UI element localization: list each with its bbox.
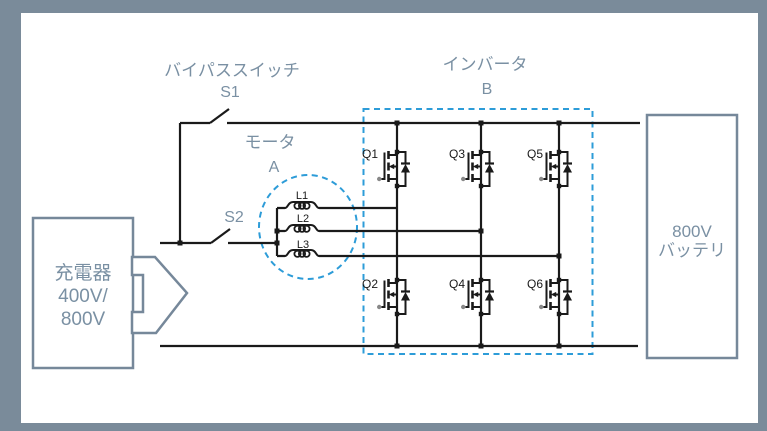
junction-dot xyxy=(556,120,562,126)
power-blocks xyxy=(31,113,739,370)
region-markers xyxy=(258,108,594,355)
inverter-boundary xyxy=(362,108,594,355)
junction-dot xyxy=(177,240,183,246)
label-q6: Q6 xyxy=(527,277,543,291)
junction-dot xyxy=(274,228,280,234)
bypass-switch-title: バイパススイッチ xyxy=(164,61,300,80)
component-labels: Q1 Q3 Q5 Q2 Q4 Q6 L1 L2 L3 xyxy=(296,147,543,291)
charger-box xyxy=(31,216,135,370)
charger-label-line2: 400V/ xyxy=(58,286,108,307)
label-l2: L2 xyxy=(297,213,309,225)
junction-dot xyxy=(478,120,484,126)
switch-s2-label: S2 xyxy=(224,209,244,226)
battery-label-line1: 800V xyxy=(672,222,712,241)
label-q2: Q2 xyxy=(362,277,378,291)
circuit-wires xyxy=(160,108,640,349)
switch-s1-label: S1 xyxy=(220,84,240,101)
charger-arrow xyxy=(130,255,189,335)
label-q5: Q5 xyxy=(527,147,543,161)
label-q1: Q1 xyxy=(362,147,378,161)
junction-dot xyxy=(478,228,484,234)
inverter-title: インバータ xyxy=(443,55,528,74)
battery-box xyxy=(645,113,739,360)
junction-dot xyxy=(478,343,484,349)
motor-boundary xyxy=(258,174,358,280)
charger-label-line1: 充電器 xyxy=(54,262,111,284)
motor-title: モータ xyxy=(245,133,296,152)
switch-s1-blade xyxy=(209,108,230,124)
junction-dot xyxy=(556,253,562,259)
junction-dot xyxy=(394,120,400,126)
switch-s2-blade xyxy=(210,228,231,244)
motor-id-label: A xyxy=(269,159,280,176)
label-l1: L1 xyxy=(296,190,308,202)
junction-dot xyxy=(394,343,400,349)
label-q4: Q4 xyxy=(449,277,465,291)
junction-dot xyxy=(556,343,562,349)
inverter-id-label: B xyxy=(482,81,493,98)
charger-label-line3: 800V xyxy=(61,309,106,330)
junction-dot xyxy=(274,240,280,246)
annotation-labels: バイパススイッチ S1 モータ A S2 インバータ B 充電器 400V/ 8… xyxy=(54,55,726,330)
label-l3: L3 xyxy=(297,239,309,251)
battery-label-line2: バッテリ xyxy=(658,241,726,260)
label-q3: Q3 xyxy=(449,147,465,161)
junction-dots xyxy=(177,120,562,349)
